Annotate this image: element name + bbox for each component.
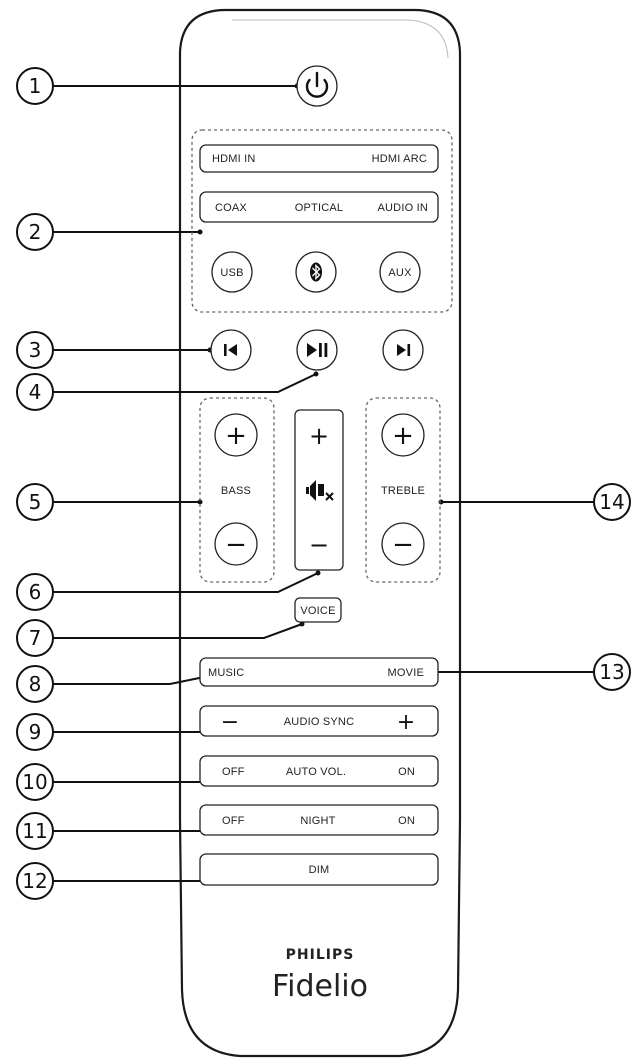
callout-9: 9 [16,713,54,751]
svg-text:2: 2 [29,220,42,244]
hdmi-bar: HDMI IN HDMI ARC [199,144,439,173]
svg-text:4: 4 [29,380,42,404]
svg-text:+: + [392,421,414,451]
night-on-button[interactable]: ON [398,815,415,827]
bass-group [199,397,275,583]
voice-button[interactable]: VOICE [294,597,342,623]
coax-button[interactable]: COAX [215,202,247,214]
svg-text:+: + [225,421,247,451]
source-group [191,129,453,313]
svg-text:DIM: DIM [309,864,330,876]
aux-button[interactable]: AUX [379,251,421,293]
movie-button[interactable]: MOVIE [388,667,424,679]
music-button[interactable]: MUSIC [208,667,244,679]
auto-vol-off-button[interactable]: OFF [222,766,245,778]
night-off-button[interactable]: OFF [222,815,245,827]
callout-13: 13 [593,653,631,691]
treble-minus-button[interactable]: − [381,522,425,566]
next-button[interactable] [382,329,424,371]
volume-down-button[interactable]: − [309,531,329,559]
audio-sync-plus-button[interactable]: + [397,710,415,735]
svg-text:14: 14 [599,490,624,514]
night-label: NIGHT [300,815,335,827]
svg-text:6: 6 [29,580,42,604]
power-icon [305,71,329,98]
svg-text:VOICE: VOICE [300,605,335,617]
play-pause-button[interactable] [296,329,338,371]
callout-8: 8 [16,665,54,703]
audio-in-button[interactable]: AUDIO IN [378,202,429,214]
volume-rocker: + − [294,409,344,571]
callout-12: 12 [16,862,54,900]
dim-button[interactable]: DIM [199,853,439,886]
night-bar: OFF NIGHT ON [199,804,439,836]
bass-minus-button[interactable]: − [214,522,258,566]
callout-3: 3 [16,331,54,369]
hdmi-in-button[interactable]: HDMI IN [212,153,256,165]
callout-7: 7 [16,619,54,657]
audio-sync-label: AUDIO SYNC [284,716,354,728]
audio-sync-bar: − AUDIO SYNC + [199,705,439,737]
auto-vol-on-button[interactable]: ON [398,766,415,778]
bass-plus-button[interactable]: + [214,413,258,457]
sound-mode-bar: MUSIC MOVIE [199,657,439,687]
bluetooth-icon [310,262,322,282]
callout-14: 14 [593,483,631,521]
callout-1: 1 [16,67,54,105]
svg-text:8: 8 [29,672,42,696]
hdmi-arc-button[interactable]: HDMI ARC [372,153,427,165]
volume-up-button[interactable]: + [309,422,329,450]
auto-vol-bar: OFF AUTO VOL. ON [199,755,439,787]
input-bar: COAX OPTICAL AUDIO IN [199,191,439,223]
audio-sync-minus-button[interactable]: − [221,710,239,735]
bass-label: BASS [221,485,251,497]
previous-button[interactable] [210,329,252,371]
svg-text:11: 11 [22,819,47,843]
usb-button[interactable]: USB [211,251,253,293]
svg-text:12: 12 [22,869,47,893]
callout-4: 4 [16,373,54,411]
callout-numbers: 1 2 3 4 5 6 7 8 9 10 11 12 13 14 [16,67,631,900]
svg-text:AUX: AUX [388,267,412,279]
callout-11: 11 [16,812,54,850]
skip-next-icon [397,344,411,356]
bluetooth-button[interactable] [295,251,337,293]
callout-2: 2 [16,213,54,251]
svg-text:13: 13 [599,660,624,684]
treble-group [365,397,441,583]
svg-text:1: 1 [29,74,42,98]
brand-logo: PHILIPS [286,947,355,963]
svg-text:7: 7 [29,626,42,650]
auto-vol-label: AUTO VOL. [286,766,346,778]
treble-plus-button[interactable]: + [381,413,425,457]
svg-text:−: − [392,530,414,560]
callout-10: 10 [16,763,54,801]
play-pause-icon [307,343,328,357]
svg-text:10: 10 [22,770,47,794]
callout-lines [53,83,594,884]
callout-5: 5 [16,483,54,521]
svg-text:9: 9 [29,720,42,744]
model-logo: Fidelio [272,969,368,1004]
callout-6: 6 [16,573,54,611]
svg-text:−: − [225,530,247,560]
power-button[interactable] [296,65,338,107]
treble-label: TREBLE [381,485,425,497]
skip-previous-icon [224,344,237,356]
mute-icon [306,480,334,501]
svg-text:3: 3 [29,338,42,362]
mute-button[interactable] [306,480,334,501]
svg-text:USB: USB [220,267,243,279]
svg-text:5: 5 [29,490,42,514]
optical-button[interactable]: OPTICAL [295,202,343,214]
